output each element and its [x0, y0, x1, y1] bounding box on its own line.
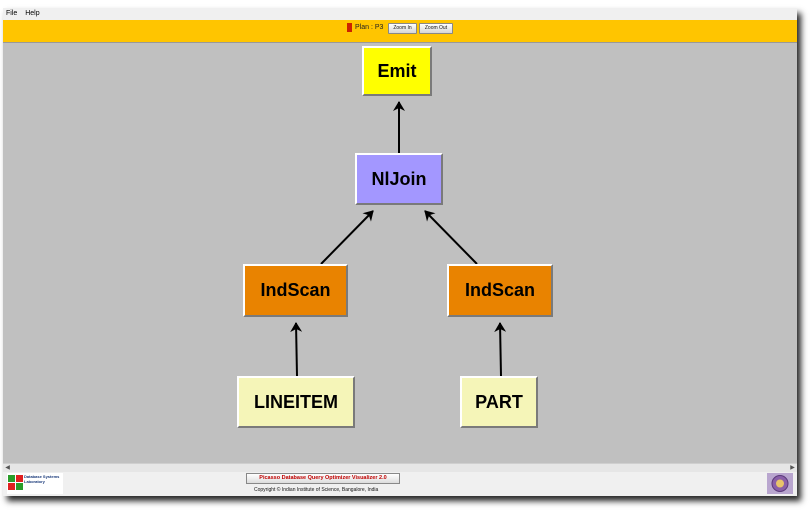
- toolbar: Plan : P3 Zoom In Zoom Out: [3, 20, 797, 43]
- zoom-out-button[interactable]: Zoom Out: [419, 23, 453, 34]
- node-indscan-left[interactable]: IndScan: [243, 264, 348, 317]
- app-window: File Help Plan : P3 Zoom In Zoom Out Emi…: [3, 8, 797, 496]
- node-nljoin[interactable]: NlJoin: [355, 153, 443, 205]
- dsl-logo: Database Systems Laboratory: [7, 473, 63, 494]
- scroll-left-arrow-icon[interactable]: ◀: [5, 465, 10, 471]
- edge-indscan-left-to-nljoin: [320, 210, 374, 265]
- horizontal-scrollbar[interactable]: ◀ ▶: [3, 463, 797, 473]
- node-emit[interactable]: Emit: [362, 46, 432, 96]
- node-part[interactable]: PART: [460, 376, 538, 428]
- edge-part-to-indscan-right: [494, 322, 507, 377]
- app-title-button[interactable]: Picasso Database Query Optimizer Visuali…: [246, 473, 400, 484]
- plan-label: Plan : P3: [355, 24, 384, 31]
- plan-color-swatch: [347, 23, 352, 32]
- node-lineitem[interactable]: LINEITEM: [237, 376, 355, 428]
- dsl-logo-text: Database Systems Laboratory: [24, 474, 60, 484]
- iisc-logo-icon: [767, 473, 793, 494]
- zoom-in-button[interactable]: Zoom In: [388, 23, 417, 34]
- footer: Database Systems Laboratory Picasso Data…: [3, 472, 797, 496]
- dsl-mark-icon: [8, 475, 23, 490]
- menu-help[interactable]: Help: [25, 10, 40, 17]
- plan-tree-edges: [290, 101, 507, 377]
- copyright-text: Copyright © Indian Institute of Science,…: [254, 487, 379, 493]
- edge-lineitem-to-indscan-left: [290, 322, 303, 377]
- menu-file[interactable]: File: [6, 10, 18, 17]
- edge-indscan-right-to-nljoin: [424, 210, 478, 265]
- plan-tree-canvas: Emit NlJoin IndScan IndScan LINEITEM PAR…: [3, 43, 797, 463]
- menu-bar: File Help: [3, 8, 797, 20]
- node-indscan-right[interactable]: IndScan: [447, 264, 553, 317]
- scroll-right-arrow-icon[interactable]: ▶: [790, 465, 795, 471]
